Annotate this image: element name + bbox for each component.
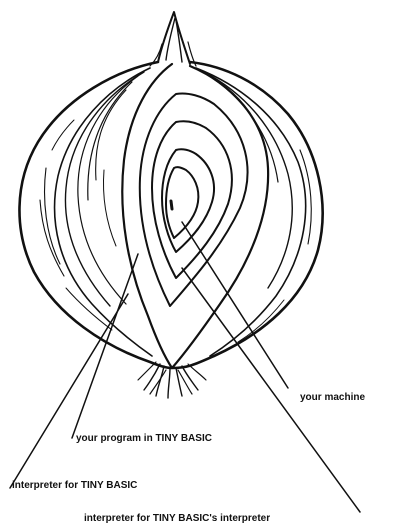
core-mark xyxy=(171,201,172,209)
onion-illustration xyxy=(19,12,322,398)
label-your-machine: your machine xyxy=(300,392,365,403)
onion-stem xyxy=(150,12,196,66)
labels: your machine your program in TINY BASIC … xyxy=(12,392,365,524)
label-interpreter: interpreter for TINY BASIC xyxy=(12,480,137,491)
layer-ring-2 xyxy=(152,121,232,278)
label-interpreter-interpreter: interpreter for TINY BASIC's interpreter xyxy=(84,513,270,524)
onion-layers xyxy=(140,93,248,306)
layer-ring-1 xyxy=(140,93,248,306)
leader-interpreter-interpreter xyxy=(182,268,360,512)
leader-your-program xyxy=(72,254,138,438)
label-your-program: your program in TINY BASIC xyxy=(76,433,212,444)
onion-skin-lines-left xyxy=(40,68,152,356)
onion-outline xyxy=(19,62,322,368)
leader-interpreter xyxy=(10,294,128,488)
